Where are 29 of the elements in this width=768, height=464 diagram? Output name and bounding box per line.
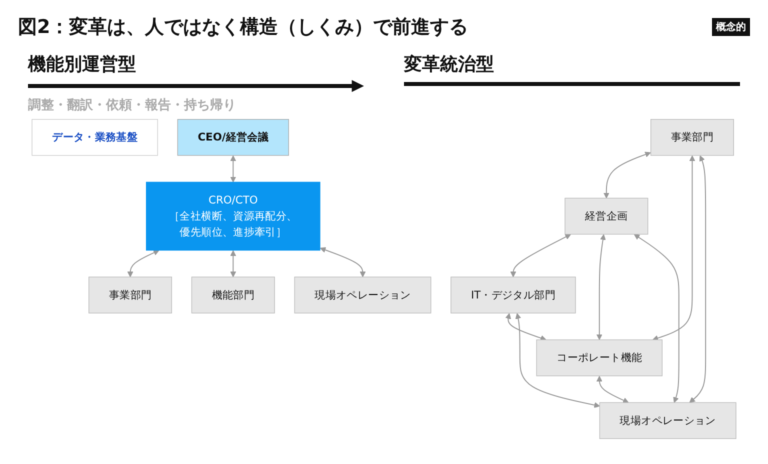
column-heading: 変革統治型 bbox=[404, 53, 494, 76]
node-box: 機能部門 bbox=[191, 276, 275, 314]
node-box: 現場オペレーション bbox=[294, 276, 432, 314]
arrow bbox=[127, 250, 160, 278]
tag: 概念的 bbox=[712, 18, 750, 36]
arrow bbox=[515, 313, 600, 408]
node-box: 経営企画 bbox=[564, 198, 648, 235]
node-box: 事業部門 bbox=[88, 276, 172, 314]
arrow bbox=[320, 247, 366, 278]
arrow bbox=[634, 234, 680, 403]
arrow bbox=[510, 234, 571, 278]
arrow bbox=[652, 155, 696, 341]
node-box: コーポレート機能 bbox=[536, 339, 662, 376]
title: 図2：変革は、人ではなく構造（しくみ）で前進する bbox=[18, 15, 468, 40]
node-box: CEO/経営会議 bbox=[177, 119, 289, 156]
node-box: 現場オペレーション bbox=[599, 402, 736, 439]
annotation: 調整・翻訳・依頼・報告・持ち帰り bbox=[28, 96, 236, 114]
node-box: CRO/CTO ［全社横断、資源再配分、優先順位、進捗牽引］ bbox=[146, 182, 320, 251]
node-box: 事業部門 bbox=[650, 119, 734, 156]
node-box: データ・業務基盤 bbox=[32, 119, 158, 156]
arrow bbox=[596, 376, 629, 404]
arrow bbox=[689, 155, 706, 403]
arrow bbox=[505, 313, 546, 341]
arrow bbox=[603, 152, 651, 198]
node-box: IT・デジタル部門 bbox=[450, 276, 576, 314]
arrow bbox=[230, 250, 236, 278]
column-heading: 機能別運営型 bbox=[28, 53, 136, 76]
arrow bbox=[230, 155, 236, 182]
arrow bbox=[596, 234, 606, 340]
